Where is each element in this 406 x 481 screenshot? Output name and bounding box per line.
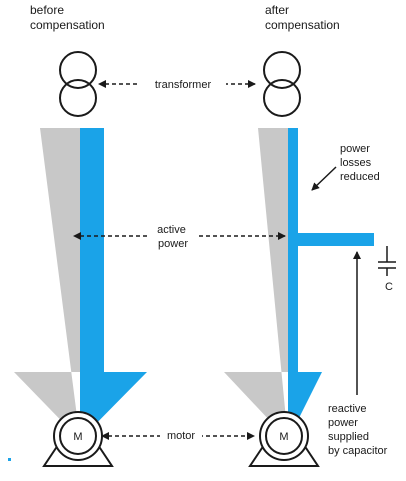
active-power-label: active power [157,224,189,250]
power-losses-label: power losses reduced [340,143,380,183]
motor-icon-left [42,411,114,467]
transformer-icon-left [59,51,97,117]
capacitor-icon [378,246,396,276]
reactive-supplied-label: reactive power supplied by capacitor [328,403,388,457]
active-power-label-bg [148,220,198,254]
before-compensation-title: before compensation [30,3,105,32]
motor-label-bg [160,426,202,443]
flow-after [224,128,374,440]
motor-label: motor [167,430,195,442]
motor-icon-right [248,411,320,467]
transformer-icon-right [263,51,301,117]
reactive-power-flow-after [288,128,374,440]
capacitor-symbol: C [385,281,393,293]
active-power-flow-before [14,128,80,440]
reactive-power-flow-before [80,128,147,440]
corner-dot [8,458,11,461]
after-compensation-title: after compensation [265,3,340,32]
active-power-flow-after [224,128,288,440]
power-losses-arrow [311,166,337,191]
motor-symbol-left: M [73,431,82,443]
flow-before [14,128,147,440]
transformer-label: transformer [155,79,212,91]
motor-symbol-right: M [279,431,288,443]
transformer-label-bg [140,75,226,92]
